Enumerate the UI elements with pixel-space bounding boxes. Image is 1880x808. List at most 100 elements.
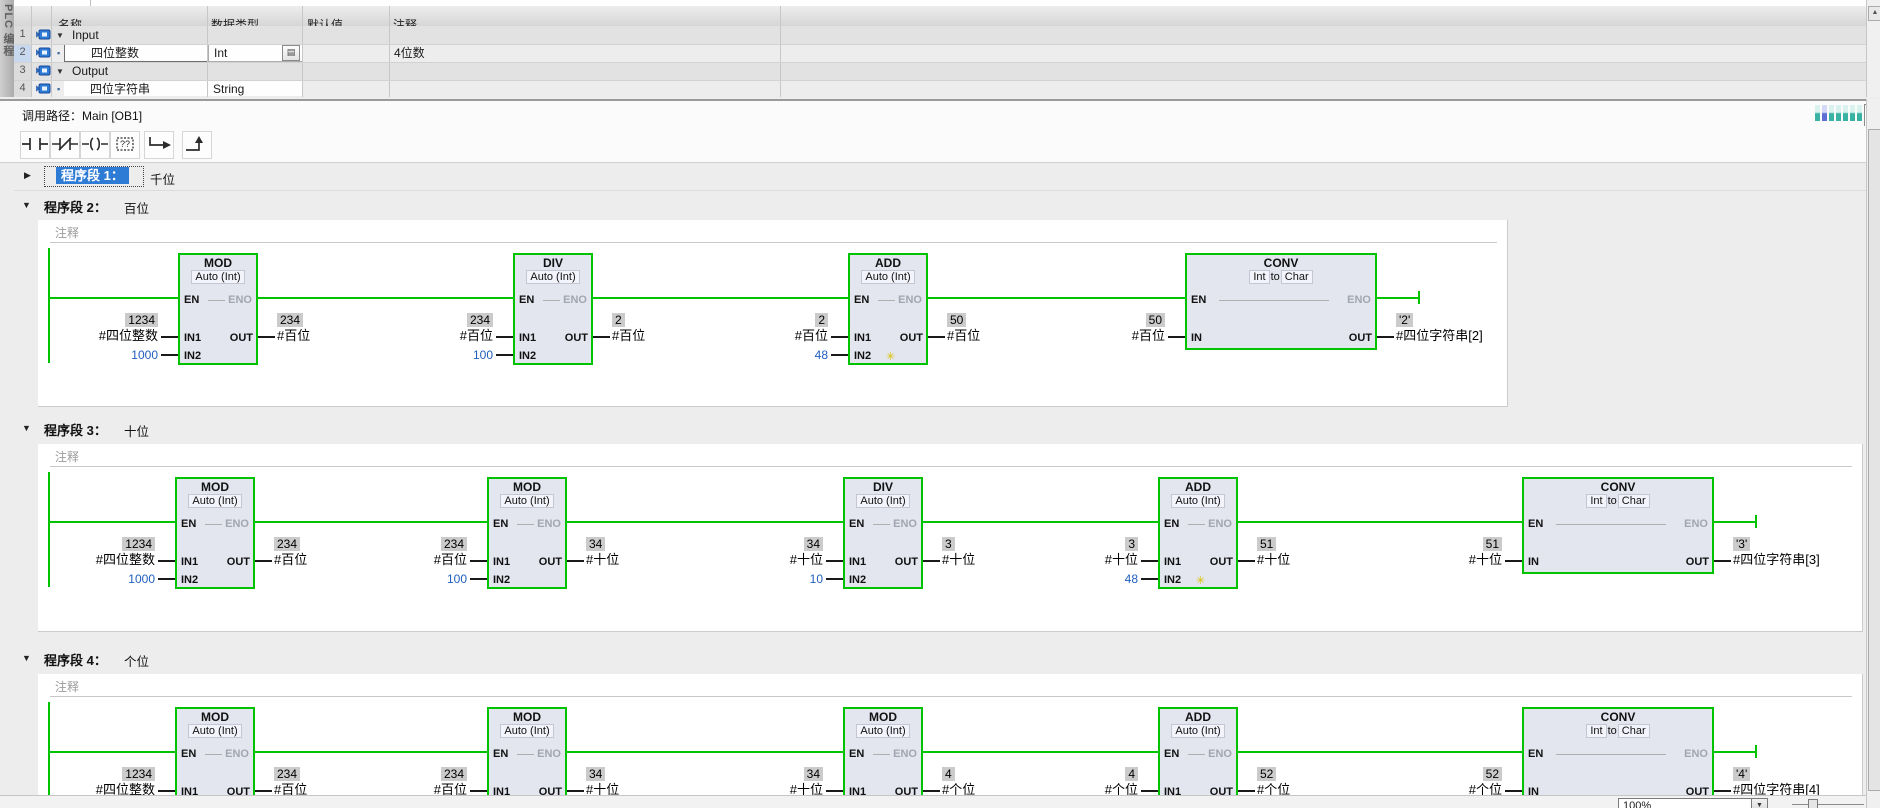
operand-in1[interactable]: 2#百位 [648, 313, 828, 344]
operand-in2[interactable]: 100 [313, 348, 493, 363]
network2-title[interactable]: 百位 [124, 202, 150, 216]
name-cell[interactable]: 四位字符串 [64, 81, 207, 96]
operand-in1[interactable]: 234#百位 [287, 767, 467, 795]
editor-scrollbar[interactable] [1866, 99, 1880, 808]
block-mode[interactable]: Auto (Int) [850, 270, 926, 284]
operand-in1[interactable]: 3#十位 [958, 537, 1138, 568]
network4-expander-icon[interactable]: ▼ [22, 653, 31, 663]
block-mode[interactable]: Auto (Int) [489, 494, 565, 508]
operand-out[interactable]: 234#百位 [274, 537, 494, 568]
table-row[interactable]: 4 ▪ 四位字符串 String [14, 80, 1866, 97]
operand-out[interactable]: 34#十位 [586, 537, 806, 568]
operand-in1[interactable]: 1234#四位整数 [38, 537, 155, 568]
block-mode[interactable]: Auto (Int) [1160, 494, 1236, 508]
operand-in1[interactable]: 34#十位 [643, 537, 823, 568]
block-mode[interactable]: Auto (Int) [180, 270, 256, 284]
operand-in1[interactable]: 234#百位 [313, 313, 493, 344]
operand-in1[interactable]: 51#十位 [1322, 537, 1502, 568]
contact-nc-button[interactable] [50, 131, 80, 159]
network2-label[interactable]: 程序段 2： [44, 200, 107, 215]
name-cell-selected[interactable]: 四位整数 [64, 44, 208, 62]
table-row[interactable]: 1 ▼ Input [14, 26, 1866, 44]
table-row[interactable]: 2 ▪ 四位整数 Int ▤ 4位数 [14, 44, 1866, 62]
contact-no-button[interactable] [20, 131, 50, 159]
row-comment[interactable]: 4位数 [394, 46, 425, 60]
operand-out[interactable]: 34#十位 [586, 767, 806, 795]
block-mode[interactable]: Auto (Int) [845, 724, 921, 738]
network-comment-placeholder[interactable]: 注释 [55, 450, 80, 464]
network1-selection-box[interactable]: 程序段 1： [44, 166, 144, 187]
scroll-up-arrow-icon[interactable]: ▲ [1868, 6, 1880, 21]
operand-in1[interactable]: 1234#四位整数 [38, 767, 155, 795]
network3-label[interactable]: 程序段 3： [44, 423, 107, 438]
operand-out[interactable]: 2#百位 [612, 313, 832, 344]
operand-in2[interactable]: 48 [648, 348, 828, 363]
operand-out[interactable]: 234#百位 [274, 767, 494, 795]
operand-in1[interactable]: 1234#四位整数 [38, 313, 158, 344]
zoom-select[interactable]: 100% ▼ [1618, 798, 1768, 808]
expander-icon[interactable]: ▼ [56, 67, 64, 76]
zoom-slider-track[interactable] [1792, 804, 1864, 805]
scrollbar-thumb[interactable] [1868, 129, 1880, 791]
operand-in1[interactable]: 52#个位 [1322, 767, 1502, 795]
network3-title[interactable]: 十位 [124, 425, 150, 439]
block-mode[interactable]: Auto (Int) [845, 494, 921, 508]
network1-title[interactable]: 千位 [150, 173, 176, 187]
operand-in1[interactable]: 234#百位 [287, 537, 467, 568]
close-branch-button[interactable] [182, 131, 212, 159]
sidebar-tab-plc-programming[interactable]: PLC 编程 [0, 0, 15, 97]
dropdown-arrow-icon[interactable]: ▼ [1751, 799, 1767, 808]
empty-box-button[interactable]: ?? [110, 131, 140, 159]
operand-in2[interactable]: 1000 [38, 572, 155, 587]
operand-in1[interactable]: 34#十位 [643, 767, 823, 795]
table-row[interactable]: 3 ▼ Output [14, 62, 1866, 80]
network2-expander-icon[interactable]: ▼ [22, 200, 31, 210]
operand-out[interactable]: 51#十位 [1257, 537, 1477, 568]
operand-in2[interactable]: 10 [643, 572, 823, 587]
network-comment-placeholder[interactable]: 注释 [55, 226, 80, 240]
operand-in2[interactable]: 1000 [38, 348, 158, 363]
insert-input-star-icon[interactable]: ✳ [886, 351, 896, 363]
operand-in2[interactable]: 48 [958, 572, 1138, 587]
operand-in1[interactable]: 4#个位 [958, 767, 1138, 795]
network4-title[interactable]: 个位 [124, 655, 150, 669]
network-comment-placeholder[interactable]: 注释 [55, 680, 80, 694]
operand-out[interactable]: 52#个位 [1257, 767, 1477, 795]
coil-button[interactable] [80, 131, 110, 159]
operand-out[interactable]: '2'#四位字符串[2] [1396, 313, 1507, 344]
network1-expander-icon[interactable]: ▶ [24, 170, 31, 180]
datatype-cell[interactable]: String [208, 81, 302, 96]
zoom-slider-handle[interactable] [1808, 799, 1818, 808]
table-scrollbar[interactable]: ▲ [1866, 0, 1880, 97]
row-name[interactable]: Input [72, 28, 99, 42]
operand-in1[interactable]: 50#百位 [985, 313, 1165, 344]
network4-label[interactable]: 程序段 4： [44, 653, 107, 668]
operand-out[interactable]: 4#个位 [942, 767, 1162, 795]
row-name[interactable]: Output [72, 64, 109, 78]
block-mode[interactable]: Auto (Int) [1160, 724, 1236, 738]
block-mode[interactable]: Auto (Int) [177, 494, 253, 508]
open-branch-button[interactable] [144, 131, 174, 159]
operand-out[interactable]: '3'#四位字符串[3] [1733, 537, 1862, 568]
operand-out[interactable]: 3#十位 [942, 537, 1162, 568]
block-mode[interactable]: Auto (Int) [177, 724, 253, 738]
insert-input-star-icon[interactable]: ✳ [1196, 575, 1206, 587]
operand-out[interactable]: '4'#四位字符串[4] [1733, 767, 1862, 795]
